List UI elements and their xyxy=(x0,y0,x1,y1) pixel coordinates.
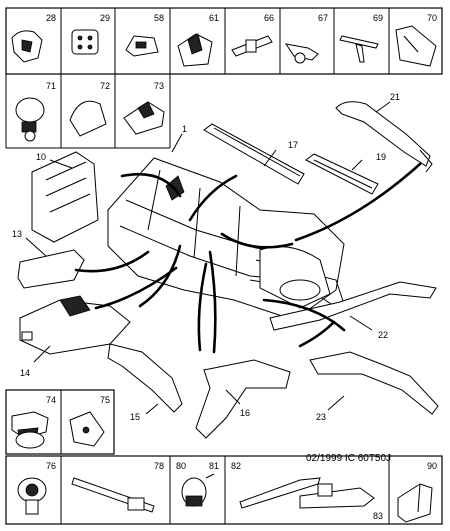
part-number-81: 81 xyxy=(209,461,219,471)
top-parts-grid: 28 29 58 61 66 67 69 70 71 72 73 xyxy=(5,7,443,149)
callout-14: 14 xyxy=(20,368,30,378)
reference-code: 02/1999 IC 60T50J xyxy=(306,453,391,464)
clip-71-icon xyxy=(15,97,45,142)
callout-10: 10 xyxy=(36,152,46,162)
part-number-58: 58 xyxy=(154,13,164,23)
part-15-shape xyxy=(107,343,183,413)
part-10-shape xyxy=(31,151,99,243)
block-90-icon xyxy=(397,483,433,523)
clip-67-icon xyxy=(284,43,319,64)
part-23-shape xyxy=(309,351,439,415)
clip-80-81-icon xyxy=(181,473,215,507)
callout-17: 17 xyxy=(288,140,298,150)
part-16-shape xyxy=(195,359,291,439)
clip-72-icon xyxy=(69,100,107,137)
callout-23: 23 xyxy=(316,412,326,422)
tie-82-83-icon xyxy=(239,477,375,509)
part-17-shape xyxy=(203,123,305,185)
callout-15: 15 xyxy=(130,412,140,422)
part-number-71: 71 xyxy=(46,81,56,91)
part-number-72: 72 xyxy=(100,81,110,91)
part-number-80: 80 xyxy=(176,461,186,471)
part-number-69: 69 xyxy=(373,13,383,23)
clip-28-icon xyxy=(11,30,43,63)
part-number-76: 76 xyxy=(46,461,56,471)
callout-21: 21 xyxy=(390,92,400,102)
part-number-82: 82 xyxy=(231,461,241,471)
part-number-70: 70 xyxy=(427,13,437,23)
bracket-70-icon xyxy=(395,25,437,67)
callout-19: 19 xyxy=(376,152,386,162)
part-number-78: 78 xyxy=(154,461,164,471)
part-number-66: 66 xyxy=(264,13,274,23)
clip-61-icon xyxy=(177,33,213,67)
grommet-76-icon xyxy=(17,477,47,515)
clip-69-icon xyxy=(339,35,379,63)
callout-22: 22 xyxy=(378,330,388,340)
part-number-73: 73 xyxy=(154,81,164,91)
part-number-61: 61 xyxy=(209,13,219,23)
part-22-shape xyxy=(269,281,437,331)
clip-73-icon xyxy=(123,101,165,135)
part-number-74: 74 xyxy=(46,395,56,405)
callout-13: 13 xyxy=(12,229,22,239)
clip-29-icon xyxy=(71,29,99,55)
part-number-75: 75 xyxy=(100,395,110,405)
callout-16: 16 xyxy=(240,408,250,418)
part-number-83: 83 xyxy=(373,511,383,521)
clip-66-icon xyxy=(231,35,273,57)
part-number-29: 29 xyxy=(100,13,110,23)
clip-58-icon xyxy=(125,35,159,57)
part-number-90: 90 xyxy=(427,461,437,471)
mid-left-parts-grid: 74 75 xyxy=(5,389,115,455)
part-number-67: 67 xyxy=(318,13,328,23)
tie-78-icon xyxy=(71,477,155,513)
bottom-parts-grid: 76 78 80 81 82 83 90 xyxy=(5,455,443,525)
clip-74-icon xyxy=(11,411,49,449)
callout-1: 1 xyxy=(182,124,187,134)
part-21-shape xyxy=(335,101,431,167)
main-assembly: 1 10 13 14 15 16 17 19 21 22 23 xyxy=(12,92,439,439)
clip-75-icon xyxy=(69,411,105,447)
part-number-28: 28 xyxy=(46,13,56,23)
part-13-shape xyxy=(17,249,85,289)
